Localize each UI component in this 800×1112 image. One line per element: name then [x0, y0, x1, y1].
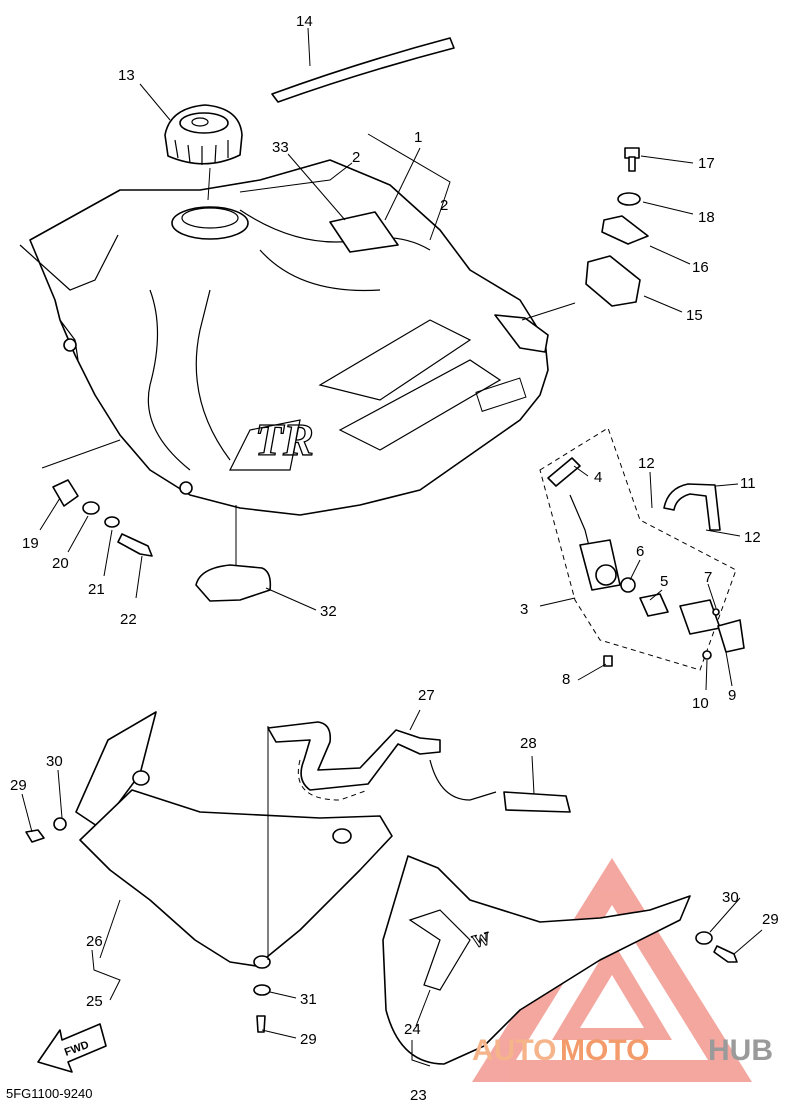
fasteners-left — [52, 479, 153, 557]
watermark-triangle-icon — [472, 858, 752, 1082]
label-24: 24 — [404, 1021, 421, 1038]
plate-16 — [601, 215, 649, 245]
label-9: 9 — [728, 687, 736, 704]
tank-emblem — [329, 211, 399, 253]
label-31: 31 — [300, 991, 317, 1008]
label-1: 1 — [414, 129, 422, 146]
label-29: 29 — [300, 1031, 317, 1048]
label-15: 15 — [686, 307, 703, 324]
screw-29-right — [713, 945, 738, 963]
cushion-32 — [195, 564, 272, 602]
label-28: 28 — [520, 735, 537, 752]
label-30: 30 — [46, 753, 63, 770]
svg-text:W: W — [470, 928, 493, 952]
label-3: 3 — [520, 601, 528, 618]
bracket-27 — [267, 721, 497, 801]
collar-30-right — [695, 931, 713, 945]
petcock-group-outline — [539, 427, 737, 671]
screw-29-bottom — [256, 1015, 266, 1033]
label-6: 6 — [636, 543, 644, 560]
diagram-code: 5FG1100-9240 — [6, 1086, 93, 1101]
collar-30-left — [53, 817, 67, 831]
label-14: 14 — [296, 13, 313, 30]
label-8: 8 — [562, 671, 570, 688]
grommet-31 — [253, 984, 271, 996]
label-10: 10 — [692, 695, 709, 712]
label-25: 25 — [86, 993, 103, 1010]
label-30: 30 — [722, 889, 739, 906]
fuel-cap — [164, 104, 243, 165]
side-cover-left — [75, 711, 393, 969]
leader-lines — [21, 27, 763, 1067]
fuel-hose-11 — [663, 483, 721, 531]
label-29: 29 — [10, 777, 27, 794]
part-labels: 1 2 2 33 13 14 17 18 16 15 4 12 11 12 6 … — [10, 13, 779, 1104]
label-4: 4 — [594, 469, 602, 486]
label-26: 26 — [86, 933, 103, 950]
label-32: 32 — [320, 603, 337, 620]
label-20: 20 — [52, 555, 69, 572]
label-22: 22 — [120, 611, 137, 628]
hose-28 — [503, 791, 571, 813]
side-cover-right: W — [382, 855, 691, 1065]
watermark-text: AUTO MOTO HUB — [472, 1034, 773, 1067]
label-33: 33 — [272, 139, 289, 156]
label-2: 2 — [440, 197, 448, 214]
breather-hose — [271, 37, 455, 103]
bolt-17 — [624, 147, 640, 172]
svg-text:TR: TR — [255, 414, 314, 465]
label-16: 16 — [692, 259, 709, 276]
watermark-moto: MOTO — [560, 1034, 649, 1067]
watermark-hub: HUB — [708, 1034, 773, 1067]
label-17: 17 — [698, 155, 715, 172]
label-5: 5 — [660, 573, 668, 590]
fwd-arrow-icon: FWD — [37, 1023, 107, 1073]
label-11: 11 — [740, 475, 756, 492]
label-18: 18 — [698, 209, 715, 226]
label-2: 2 — [352, 149, 360, 166]
label-23: 23 — [410, 1087, 427, 1104]
fuel-cock — [547, 457, 745, 667]
watermark-auto: AUTO — [472, 1034, 556, 1067]
washer-18 — [617, 192, 641, 206]
label-19: 19 — [22, 535, 39, 552]
fuel-tank: TR — [19, 159, 549, 516]
label-12: 12 — [744, 529, 761, 546]
damper-15 — [585, 255, 641, 307]
label-7: 7 — [704, 569, 712, 586]
label-13: 13 — [118, 67, 135, 84]
label-27: 27 — [418, 687, 435, 704]
label-29: 29 — [762, 911, 779, 928]
label-12: 12 — [638, 455, 655, 472]
screw-29-left — [25, 829, 45, 843]
label-21: 21 — [88, 581, 105, 598]
